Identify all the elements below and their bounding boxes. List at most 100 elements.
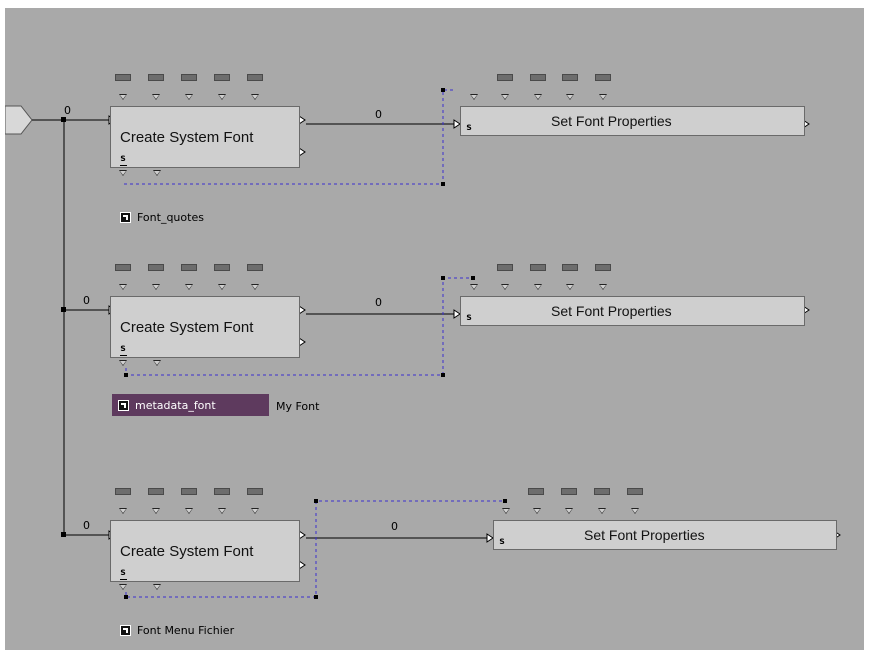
variable-tag[interactable]: Font_quotes: [118, 206, 206, 228]
ref-node: [441, 88, 445, 92]
param-slot[interactable]: [497, 74, 513, 81]
output-port-icon[interactable]: [153, 360, 161, 366]
ref-node: [124, 595, 128, 599]
wire-in-label: 0: [64, 104, 71, 117]
param-input-icon[interactable]: [251, 284, 259, 290]
param-slot[interactable]: [148, 264, 164, 271]
block-title: Set Font Properties: [584, 527, 705, 543]
param-slot[interactable]: [595, 264, 611, 271]
set-font-properties-block[interactable]: Set Font Properties s: [460, 106, 805, 136]
param-slot[interactable]: [181, 74, 197, 81]
param-input-icon[interactable]: [598, 508, 606, 514]
param-input-icon[interactable]: [534, 284, 542, 290]
param-slot[interactable]: [530, 74, 546, 81]
output-port-icon[interactable]: [153, 170, 161, 176]
ref-node: [314, 595, 318, 599]
output-port-icon[interactable]: [153, 584, 161, 590]
param-input-icon[interactable]: [218, 94, 226, 100]
param-input-icon[interactable]: [218, 284, 226, 290]
param-input-icon[interactable]: [251, 94, 259, 100]
wire-in-label: 0: [83, 294, 90, 307]
variable-name: metadata_font: [135, 398, 216, 412]
create-system-font-block[interactable]: Create System Font s: [110, 520, 300, 582]
param-slot[interactable]: [562, 74, 578, 81]
param-input-icon[interactable]: [533, 508, 541, 514]
param-slot[interactable]: [148, 488, 164, 495]
wire-layer: [5, 88, 841, 599]
junction-1: [61, 117, 66, 122]
variable-icon: [118, 399, 129, 411]
script-underline: [120, 355, 127, 356]
param-input-icon[interactable]: [565, 508, 573, 514]
param-input-icon[interactable]: [599, 94, 607, 100]
script-marker: s: [120, 153, 127, 164]
variable-name: Font_quotes: [137, 210, 204, 224]
param-input-icon[interactable]: [470, 284, 478, 290]
ref-node: [471, 276, 475, 280]
block-title: Set Font Properties: [551, 113, 672, 129]
param-input-icon[interactable]: [119, 284, 127, 290]
param-input-icon[interactable]: [119, 508, 127, 514]
variable-name: Font Menu Fichier: [137, 623, 235, 637]
ref-node: [503, 499, 507, 503]
variable-icon: [120, 624, 131, 636]
param-slot[interactable]: [115, 74, 131, 81]
param-slot[interactable]: [181, 264, 197, 271]
set-font-properties-block[interactable]: Set Font Properties s: [493, 520, 837, 550]
graph-canvas[interactable]: 0 0 Create System Font s Set Font Proper…: [5, 8, 864, 650]
param-slot[interactable]: [214, 74, 230, 81]
param-input-icon[interactable]: [152, 94, 160, 100]
param-slot[interactable]: [530, 264, 546, 271]
param-input-icon[interactable]: [501, 284, 509, 290]
create-system-font-block[interactable]: Create System Font s: [110, 106, 300, 168]
param-input-icon[interactable]: [218, 508, 226, 514]
param-input-icon[interactable]: [251, 508, 259, 514]
variable-tag-selected[interactable]: metadata_font: [112, 394, 269, 416]
param-input-icon[interactable]: [185, 284, 193, 290]
create-system-font-block[interactable]: Create System Font s: [110, 296, 300, 358]
ref-node: [314, 499, 318, 503]
script-underline: [120, 165, 127, 166]
wire-mid-label: 0: [375, 296, 382, 309]
param-slot[interactable]: [115, 264, 131, 271]
param-slot[interactable]: [247, 488, 263, 495]
set-font-properties-block[interactable]: Set Font Properties s: [460, 296, 805, 326]
block-title: Create System Font: [120, 129, 254, 146]
param-slot[interactable]: [595, 74, 611, 81]
param-slot[interactable]: [562, 264, 578, 271]
param-input-icon[interactable]: [185, 508, 193, 514]
script-underline: [120, 579, 127, 580]
param-input-icon[interactable]: [566, 94, 574, 100]
param-input-icon[interactable]: [502, 508, 510, 514]
param-slot[interactable]: [247, 74, 263, 81]
port-in-icon: [486, 533, 494, 543]
ref-node: [441, 182, 445, 186]
output-port-icon[interactable]: [119, 360, 127, 366]
param-slot[interactable]: [148, 74, 164, 81]
param-slot[interactable]: [594, 488, 610, 495]
param-slot[interactable]: [214, 264, 230, 271]
param-input-icon[interactable]: [599, 284, 607, 290]
param-input-icon[interactable]: [470, 94, 478, 100]
port-in-icon: [453, 119, 461, 129]
param-slot[interactable]: [181, 488, 197, 495]
param-input-icon[interactable]: [152, 508, 160, 514]
script-marker: s: [120, 343, 127, 354]
param-input-icon[interactable]: [152, 284, 160, 290]
param-input-icon[interactable]: [185, 94, 193, 100]
variable-tag[interactable]: Font Menu Fichier: [118, 619, 236, 641]
param-slot[interactable]: [561, 488, 577, 495]
output-port-icon[interactable]: [119, 584, 127, 590]
param-slot[interactable]: [497, 264, 513, 271]
param-slot[interactable]: [627, 488, 643, 495]
param-slot[interactable]: [528, 488, 544, 495]
param-input-icon[interactable]: [631, 508, 639, 514]
param-input-icon[interactable]: [534, 94, 542, 100]
param-input-icon[interactable]: [119, 94, 127, 100]
param-slot[interactable]: [214, 488, 230, 495]
param-input-icon[interactable]: [501, 94, 509, 100]
param-slot[interactable]: [115, 488, 131, 495]
param-input-icon[interactable]: [566, 284, 574, 290]
output-port-icon[interactable]: [119, 170, 127, 176]
param-slot[interactable]: [247, 264, 263, 271]
